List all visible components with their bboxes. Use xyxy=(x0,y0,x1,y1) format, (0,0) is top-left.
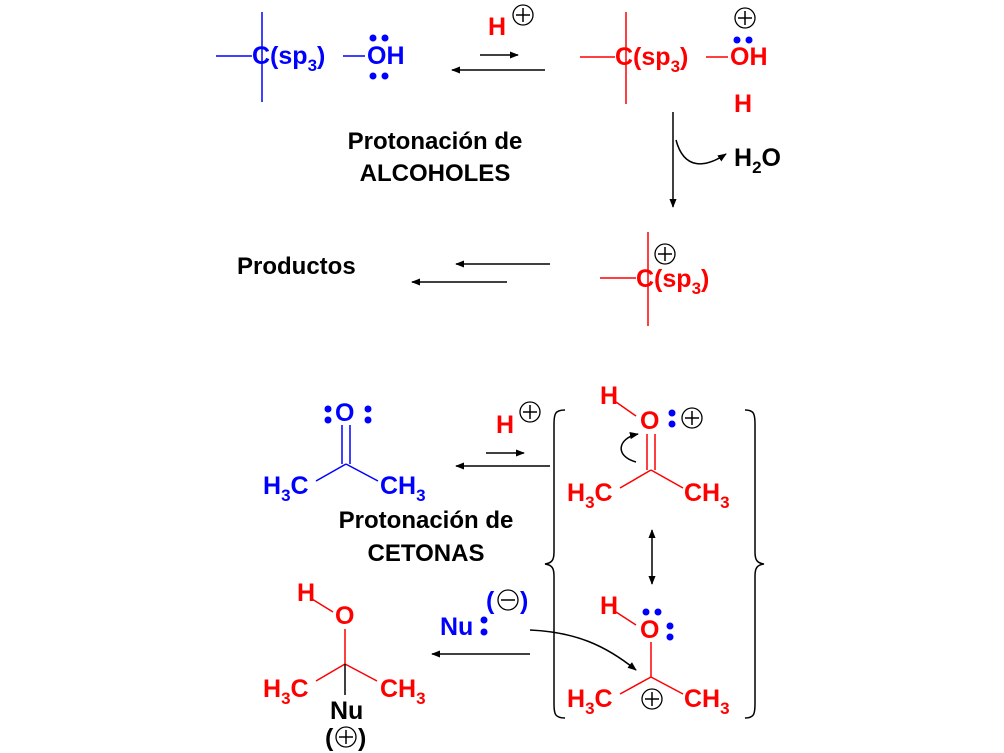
addition-product: H O H3C CH3 Nu ( ) xyxy=(263,579,426,752)
hydrogen-label: H xyxy=(600,592,618,620)
bond-o-h xyxy=(615,401,637,417)
water-leaving-arrow xyxy=(675,139,727,165)
oxonium-label: OH xyxy=(730,43,768,71)
right-methyl-label: CH3 xyxy=(684,479,730,512)
left-methyl-label: H3C xyxy=(263,675,309,708)
bond-o-h xyxy=(311,598,334,613)
left-methyl-label: H3C xyxy=(567,685,613,718)
oxygen-label: O xyxy=(640,616,659,644)
protonated-alcohol: C(sp3) OH H xyxy=(580,7,768,118)
ketone-reactant: O H3C CH3 xyxy=(263,399,426,505)
plus-charge-icon xyxy=(335,726,357,748)
bond-left-methyl xyxy=(315,663,346,682)
plus-charge-icon xyxy=(734,7,756,29)
electron-shift-arrow xyxy=(620,432,639,463)
nucleophilic-attack-arrow xyxy=(529,629,637,671)
plus-charge-icon xyxy=(654,243,676,265)
added-hydrogen-label: H xyxy=(734,90,752,118)
plus-charge-icon xyxy=(519,401,541,423)
nucleophile-label: Nu xyxy=(440,613,473,641)
plus-charge-icon xyxy=(681,407,703,429)
right-brace xyxy=(744,409,765,719)
open-paren: ( xyxy=(325,724,334,752)
carbon-sp3-label: C(sp3) xyxy=(252,42,325,75)
ketones-title-line1: Protonación de xyxy=(339,507,514,534)
oxocarbenium-resonance-2: H O H3C CH3 xyxy=(567,592,730,718)
left-brace xyxy=(544,409,566,719)
carbon-sp3-label: C(sp3) xyxy=(636,265,709,298)
ketones-title-line2: CETONAS xyxy=(368,540,485,567)
nucleophile-label: Nu xyxy=(330,697,363,725)
close-paren: ) xyxy=(358,724,366,752)
alcohols-title-line1: Protonación de xyxy=(348,128,523,155)
carbon-sp3-label: C(sp3) xyxy=(615,43,688,76)
oxygen-label: O xyxy=(640,407,659,435)
plus-charge-icon xyxy=(641,688,663,710)
hydrogen-label: H xyxy=(600,382,618,410)
right-methyl-label: CH3 xyxy=(380,472,426,505)
close-paren: ) xyxy=(520,587,528,615)
bond-left-methyl xyxy=(315,463,347,482)
left-methyl-label: H3C xyxy=(567,479,613,512)
oxygen-label: O xyxy=(335,602,354,630)
plus-charge-icon xyxy=(512,4,534,26)
right-methyl-label: CH3 xyxy=(684,685,730,718)
bond-o-h xyxy=(615,611,637,626)
water-label: H2O xyxy=(734,144,781,177)
bond-left-methyl xyxy=(619,469,652,489)
lone-pair-dots xyxy=(369,34,389,80)
hydroxyl-label: OH xyxy=(367,42,405,70)
oxocarbenium-resonance-1: H O H3C CH3 xyxy=(567,382,730,512)
right-methyl-label: CH3 xyxy=(380,675,426,708)
bond-right-methyl xyxy=(345,463,379,482)
bond-right-methyl xyxy=(650,469,684,489)
nucleophile: Nu ( ) xyxy=(440,587,528,641)
bond-right-methyl xyxy=(650,676,684,695)
carbocation: C(sp3) xyxy=(600,232,709,326)
left-methyl-label: H3C xyxy=(263,472,309,505)
alcohols-title-line2: ALCOHOLES xyxy=(360,160,511,187)
alcohol-reactant: C(sp3) OH xyxy=(216,12,405,102)
open-paren: ( xyxy=(486,587,495,615)
hydrogen-label: H xyxy=(297,579,315,607)
bond-left-methyl xyxy=(619,676,652,695)
proton-label: H xyxy=(496,411,514,439)
proton-label: H xyxy=(488,13,506,41)
minus-charge-icon xyxy=(497,589,519,611)
bond-right-methyl xyxy=(344,663,378,682)
products-label: Productos xyxy=(237,253,356,280)
oxygen-label: O xyxy=(335,399,354,427)
